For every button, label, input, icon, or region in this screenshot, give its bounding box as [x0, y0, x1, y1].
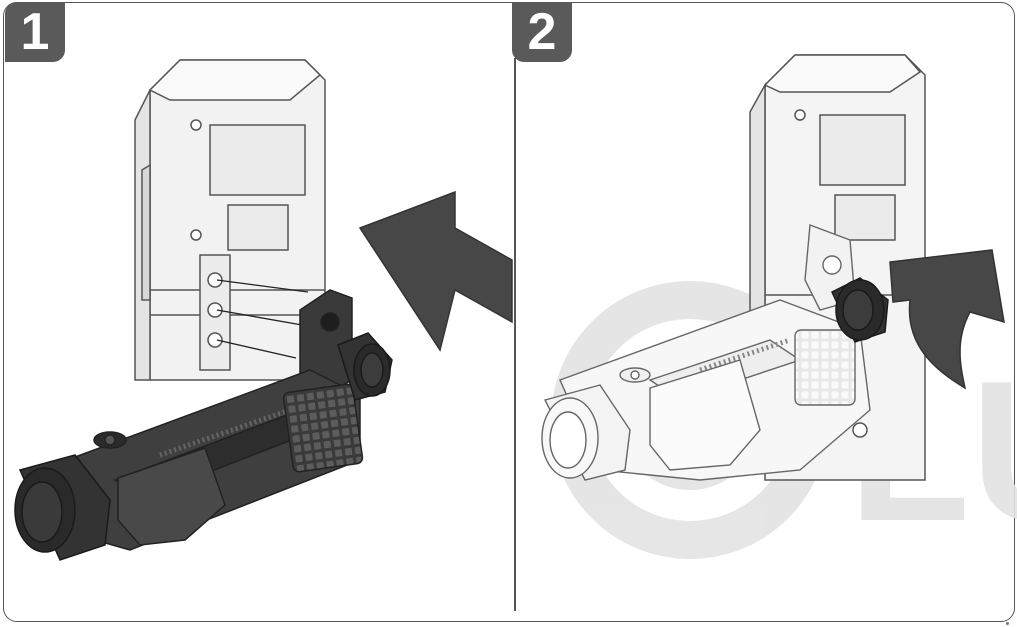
knob-small [337, 332, 393, 401]
knob-large-light [541, 384, 631, 481]
mounting-bracket-light [559, 224, 871, 481]
insert-arrow [358, 190, 513, 352]
knob-tighten [831, 277, 889, 343]
step-2-number: 2 [527, 3, 557, 61]
step-1-illustration [14, 59, 513, 561]
panel-divider [514, 58, 516, 611]
rotate-arrow [889, 249, 1005, 390]
corner-mark [1006, 622, 1009, 625]
alignment-lines [216, 279, 309, 359]
step-2-badge: 2 [512, 2, 572, 62]
laser-receiver-device [134, 59, 326, 381]
step-1-number: 1 [20, 3, 50, 61]
step-2-illustration: LU [541, 54, 1017, 563]
mounting-bracket-dark [39, 289, 364, 551]
step-1-badge: 1 [5, 2, 65, 62]
knob-large [14, 454, 111, 561]
